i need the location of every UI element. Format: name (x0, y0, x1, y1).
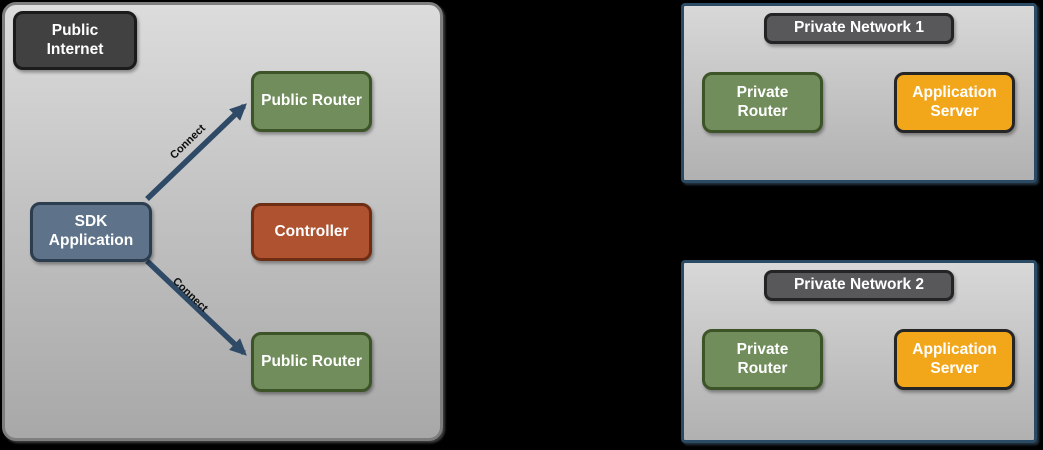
node-application-server-1: Application Server (894, 72, 1015, 133)
application-server-2-text: Application Server (912, 340, 997, 377)
public-router-bottom-text: Public Router (261, 352, 362, 370)
node-private-router-2: Private Router (702, 329, 823, 390)
private-network-2-title-text: Private Network 2 (793, 276, 925, 294)
node-controller: Controller (251, 203, 372, 261)
application-server-1-text: Application Server (912, 83, 997, 120)
node-application-server-2: Application Server (894, 329, 1015, 390)
node-public-router-bottom: Public Router (251, 332, 372, 392)
node-public-router-top: Public Router (251, 71, 372, 132)
private-router-2-text: Private Router (736, 340, 789, 377)
private-network-2-zone: Private Network 2 Private Router Applica… (681, 260, 1037, 443)
arrow-sdk-to-top-router (145, 103, 247, 201)
connection-arrows (145, 103, 247, 356)
controller-text: Controller (274, 222, 349, 240)
node-private-router-1: Private Router (702, 72, 823, 133)
arrow-sdk-to-bottom-router (145, 259, 247, 356)
private-network-1-zone: Private Network 1 Private Router Applica… (681, 3, 1037, 183)
public-internet-label: Public Internet (13, 11, 137, 70)
private-router-1-text: Private Router (736, 83, 789, 120)
private-network-1-title-text: Private Network 1 (793, 19, 925, 37)
private-network-2-title: Private Network 2 (764, 270, 954, 301)
private-network-1-title: Private Network 1 (764, 13, 954, 44)
public-internet-zone: Public Internet Public Router SDK Applic… (2, 2, 443, 441)
public-router-top-text: Public Router (261, 92, 362, 110)
public-internet-text: Public Internet (46, 21, 104, 58)
sdk-application-text: SDK Application (48, 213, 134, 249)
node-sdk-application: SDK Application (30, 202, 152, 262)
